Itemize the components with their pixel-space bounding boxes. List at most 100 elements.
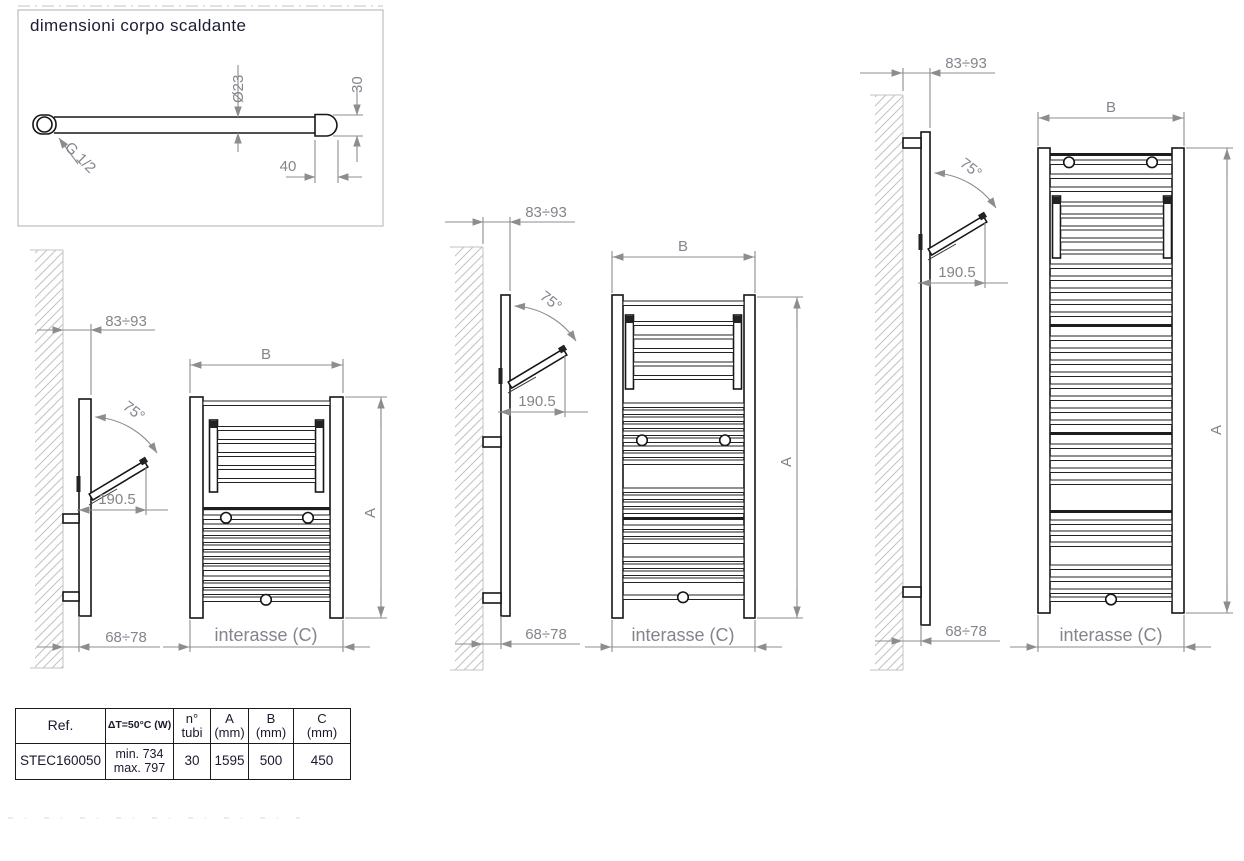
tilt-angle-label: 75°	[120, 398, 148, 425]
towel-rail-left	[624, 314, 635, 390]
cell-ref: STEC160050	[15, 743, 106, 780]
dim-wall-to-back-tall: 68÷78	[875, 623, 1000, 646]
svg-text:interasse (C): interasse (C)	[1059, 625, 1162, 645]
dim-width-tall: B	[1037, 99, 1185, 146]
towel-bar-end-cap	[138, 456, 149, 466]
svg-text:B: B	[1106, 99, 1116, 116]
wall-bracket-lower	[482, 592, 502, 604]
tilt-angle-arc	[514, 302, 577, 342]
header-c: C (mm)	[293, 708, 351, 744]
side-view-medium: 75° 83÷93 190.5 68÷78	[445, 204, 588, 671]
header-c-line1: C	[317, 710, 327, 726]
right-column	[329, 396, 344, 619]
radiator-side-profile	[78, 398, 92, 617]
hanger-knob	[1062, 156, 1076, 169]
left-column	[611, 294, 624, 619]
right-column	[1171, 147, 1185, 614]
tilting-towel-bar	[927, 214, 988, 257]
dim-height-tall: A	[1186, 147, 1233, 614]
wall-hatch	[35, 250, 63, 668]
tilt-angle-arc	[934, 169, 997, 209]
hanger-knob	[718, 434, 732, 447]
header-tubes: n° tubi	[173, 708, 211, 744]
header-a: A (mm)	[210, 708, 249, 744]
side-view-small: 75° 83÷93 190.5	[30, 249, 168, 669]
svg-text:interasse (C): interasse (C)	[214, 625, 317, 645]
dim-cap-height: 30	[333, 76, 366, 162]
dim-height-small: A	[345, 396, 387, 619]
svg-text:190.5: 190.5	[98, 491, 136, 508]
dim-thread-label: G 1/2	[61, 139, 99, 177]
dim-wall-to-back-small: 68÷78	[37, 616, 160, 652]
tilt-angle-arc	[94, 413, 158, 454]
element-right-cap	[314, 113, 338, 137]
towel-rail-right	[1162, 195, 1173, 259]
towel-rail-right	[314, 419, 325, 493]
towel-bar-end-cap	[977, 211, 988, 221]
header-ref: Ref.	[15, 708, 106, 744]
dim-cap-height-label: 30	[349, 76, 366, 93]
dim-axle-spacing-tall: interasse (C)	[1010, 615, 1211, 652]
hanger-knob	[1145, 156, 1159, 169]
side-view-tall: 75° 83÷93 190.5 68÷78	[860, 55, 1008, 671]
table-data-row: STEC160050 min. 734 max. 797 30 1595 500…	[15, 743, 351, 780]
tilting-towel-bar	[507, 347, 568, 390]
wall-bracket-lower	[902, 586, 922, 598]
front-view-tall: B A interasse (C)	[1010, 99, 1233, 652]
detail-box-title: dimensioni corpo scaldante	[30, 16, 246, 35]
svg-text:A: A	[362, 508, 379, 518]
cell-power: min. 734 max. 797	[105, 743, 174, 780]
vent-knob	[1104, 593, 1118, 606]
table-header-row: Ref. ΔT=50°C (W) n° tubi A (mm) B (mm) C…	[15, 708, 351, 744]
radiator-group-medium: 75° 83÷93 190.5 68÷78	[445, 204, 803, 671]
svg-text:83÷93: 83÷93	[525, 204, 567, 221]
svg-text:190.5: 190.5	[518, 393, 556, 410]
cell-power-max: max. 797	[113, 760, 166, 775]
dim-axle-spacing-small: interasse (C)	[163, 620, 370, 652]
detail-box-border	[17, 9, 384, 227]
header-b: B (mm)	[248, 708, 294, 744]
hanger-knob	[635, 434, 649, 447]
dim-wall-to-front-tall: 83÷93	[860, 55, 995, 128]
cell-b: 500	[248, 743, 294, 780]
hanger-knob	[301, 511, 315, 524]
tilt-angle-label: 75°	[957, 155, 985, 182]
wall-hatch	[875, 95, 903, 670]
wall-hatch	[455, 247, 483, 670]
vent-knob	[676, 591, 690, 604]
header-a-line2: (mm)	[214, 725, 245, 740]
dim-width-small: B	[189, 346, 344, 393]
radiator-side-profile	[500, 294, 511, 617]
svg-text:83÷93: 83÷93	[105, 313, 147, 330]
towel-rail-left	[1051, 195, 1062, 259]
dim-bar-length-medium: 190.5	[498, 356, 588, 417]
tilting-towel-bar	[88, 459, 149, 502]
bar-mount-clip	[76, 476, 81, 492]
left-column	[189, 396, 204, 619]
wall-bracket-upper	[62, 513, 80, 524]
radiator-group-tall: 75° 83÷93 190.5 68÷78	[860, 55, 1233, 671]
header-tubes-line1: n°	[185, 710, 199, 726]
header-c-line2: (mm)	[306, 725, 338, 740]
radiator-group-small: 75° 83÷93 190.5	[30, 249, 387, 669]
towel-bar-end-cap	[557, 344, 568, 354]
cell-power-min: min. 734	[115, 747, 164, 761]
dim-thread: G 1/2	[58, 137, 99, 177]
heating-element-drawing	[32, 113, 338, 137]
dim-bar-length-tall: 190.5	[918, 223, 1008, 288]
dim-wall-to-back-medium: 68÷78	[455, 616, 580, 649]
wall-bracket-upper	[902, 137, 922, 149]
left-column	[1037, 147, 1051, 614]
header-b-line1: B	[266, 710, 276, 726]
dim-diameter-label: Ø23	[230, 75, 247, 103]
radiator-side-profile	[920, 131, 931, 626]
svg-text:190.5: 190.5	[938, 264, 976, 281]
front-view-small: B A interasse (C)	[163, 346, 387, 652]
header-tubes-line2: tubi	[181, 725, 203, 740]
cell-a: 1595	[210, 743, 249, 780]
dim-wall-to-front-medium: 83÷93	[445, 204, 575, 291]
svg-text:B: B	[678, 238, 688, 255]
dim-cap-offset-label: 40	[280, 158, 297, 175]
